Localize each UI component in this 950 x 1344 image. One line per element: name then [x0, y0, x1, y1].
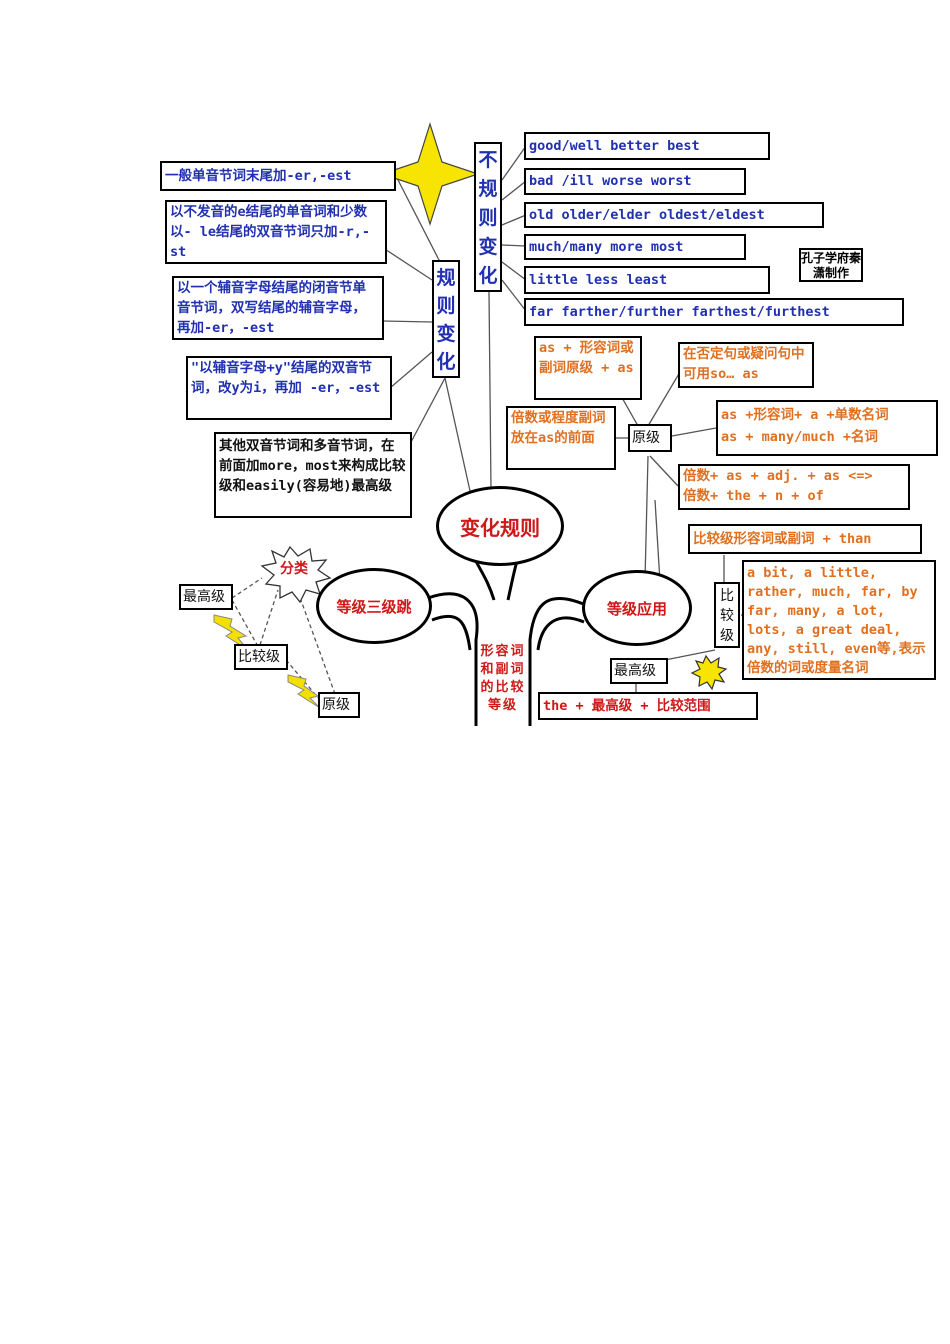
irregular-row: far farther/further farthest/furthest [524, 298, 904, 326]
regular-rule: 以不发音的e结尾的单音词和少数以- le结尾的双音节词只加-r,-st [165, 200, 387, 264]
center-title-oval: 变化规则 [436, 486, 564, 566]
usage-title-oval: 等级应用 [582, 570, 692, 646]
author-stamp: 孔子学府秦潇制作 [799, 248, 863, 282]
usage-positive-rule: 在否定句或疑问句中可用so… as [678, 342, 814, 388]
usage-positive-rule: as +形容词+ a +单数名词 as + many/much +名词 [716, 400, 938, 456]
irregular-row: bad /ill worse worst [524, 168, 746, 195]
usage-positive-rule: as + 形容词或副词原级 + as [534, 336, 642, 400]
usage-superlative-rule: the + 最高级 + 比较范围 [538, 692, 758, 720]
burst-icon [260, 545, 332, 604]
regular-rule: 以一个辅音字母结尾的闭音节单音节词，双写结尾的辅音字母，再加-er，-est [172, 276, 384, 340]
grades-comparative: 比较级 [234, 644, 288, 670]
stem-label: 形容词和副词的比较等级 [480, 644, 526, 713]
usage-positive-label: 原级 [628, 424, 672, 452]
usage-comparative-rule: 比较级形容词或副词 + than [688, 524, 922, 554]
irregular-title: 不规则变化 [474, 142, 502, 292]
grades-positive: 原级 [318, 692, 360, 718]
usage-positive-rule: 倍数+ as + adj. + as <=> 倍数+ the + n + of [678, 464, 910, 510]
star-icon [380, 122, 480, 226]
burst-small-icon [690, 654, 728, 691]
grades-title-oval: 等级三级跳 [316, 568, 432, 644]
grades-title: 等级三级跳 [336, 597, 412, 616]
usage-superlative-label: 最高级 [610, 658, 668, 684]
usage-title: 等级应用 [606, 599, 667, 618]
irregular-row: old older/elder oldest/eldest [524, 202, 824, 228]
usage-comparative-label: 比较级 [714, 582, 740, 648]
grades-superlative: 最高级 [179, 584, 233, 610]
regular-rule: 其他双音节词和多音节词，在前面加more，most来构成比较级和easily(容… [214, 432, 412, 518]
regular-rule: "以辅音字母+y"结尾的双音节词，改y为i，再加 -er，-est [186, 356, 392, 420]
irregular-row: much/many more most [524, 234, 746, 260]
lightning-icon [287, 674, 321, 709]
usage-comparative-rule: a bit, a little, rather, much, far, by f… [742, 560, 936, 680]
grades-burst-label: 分类 [280, 561, 308, 577]
regular-rule: 一般单音节词末尾加-er,-est [160, 161, 396, 191]
irregular-row: good/well better best [524, 132, 770, 160]
center-title: 变化规则 [460, 515, 540, 540]
irregular-row: little less least [524, 266, 770, 294]
regular-title: 规则变化 [432, 260, 460, 378]
usage-positive-rule: 倍数或程度副词放在as的前面 [506, 406, 616, 470]
